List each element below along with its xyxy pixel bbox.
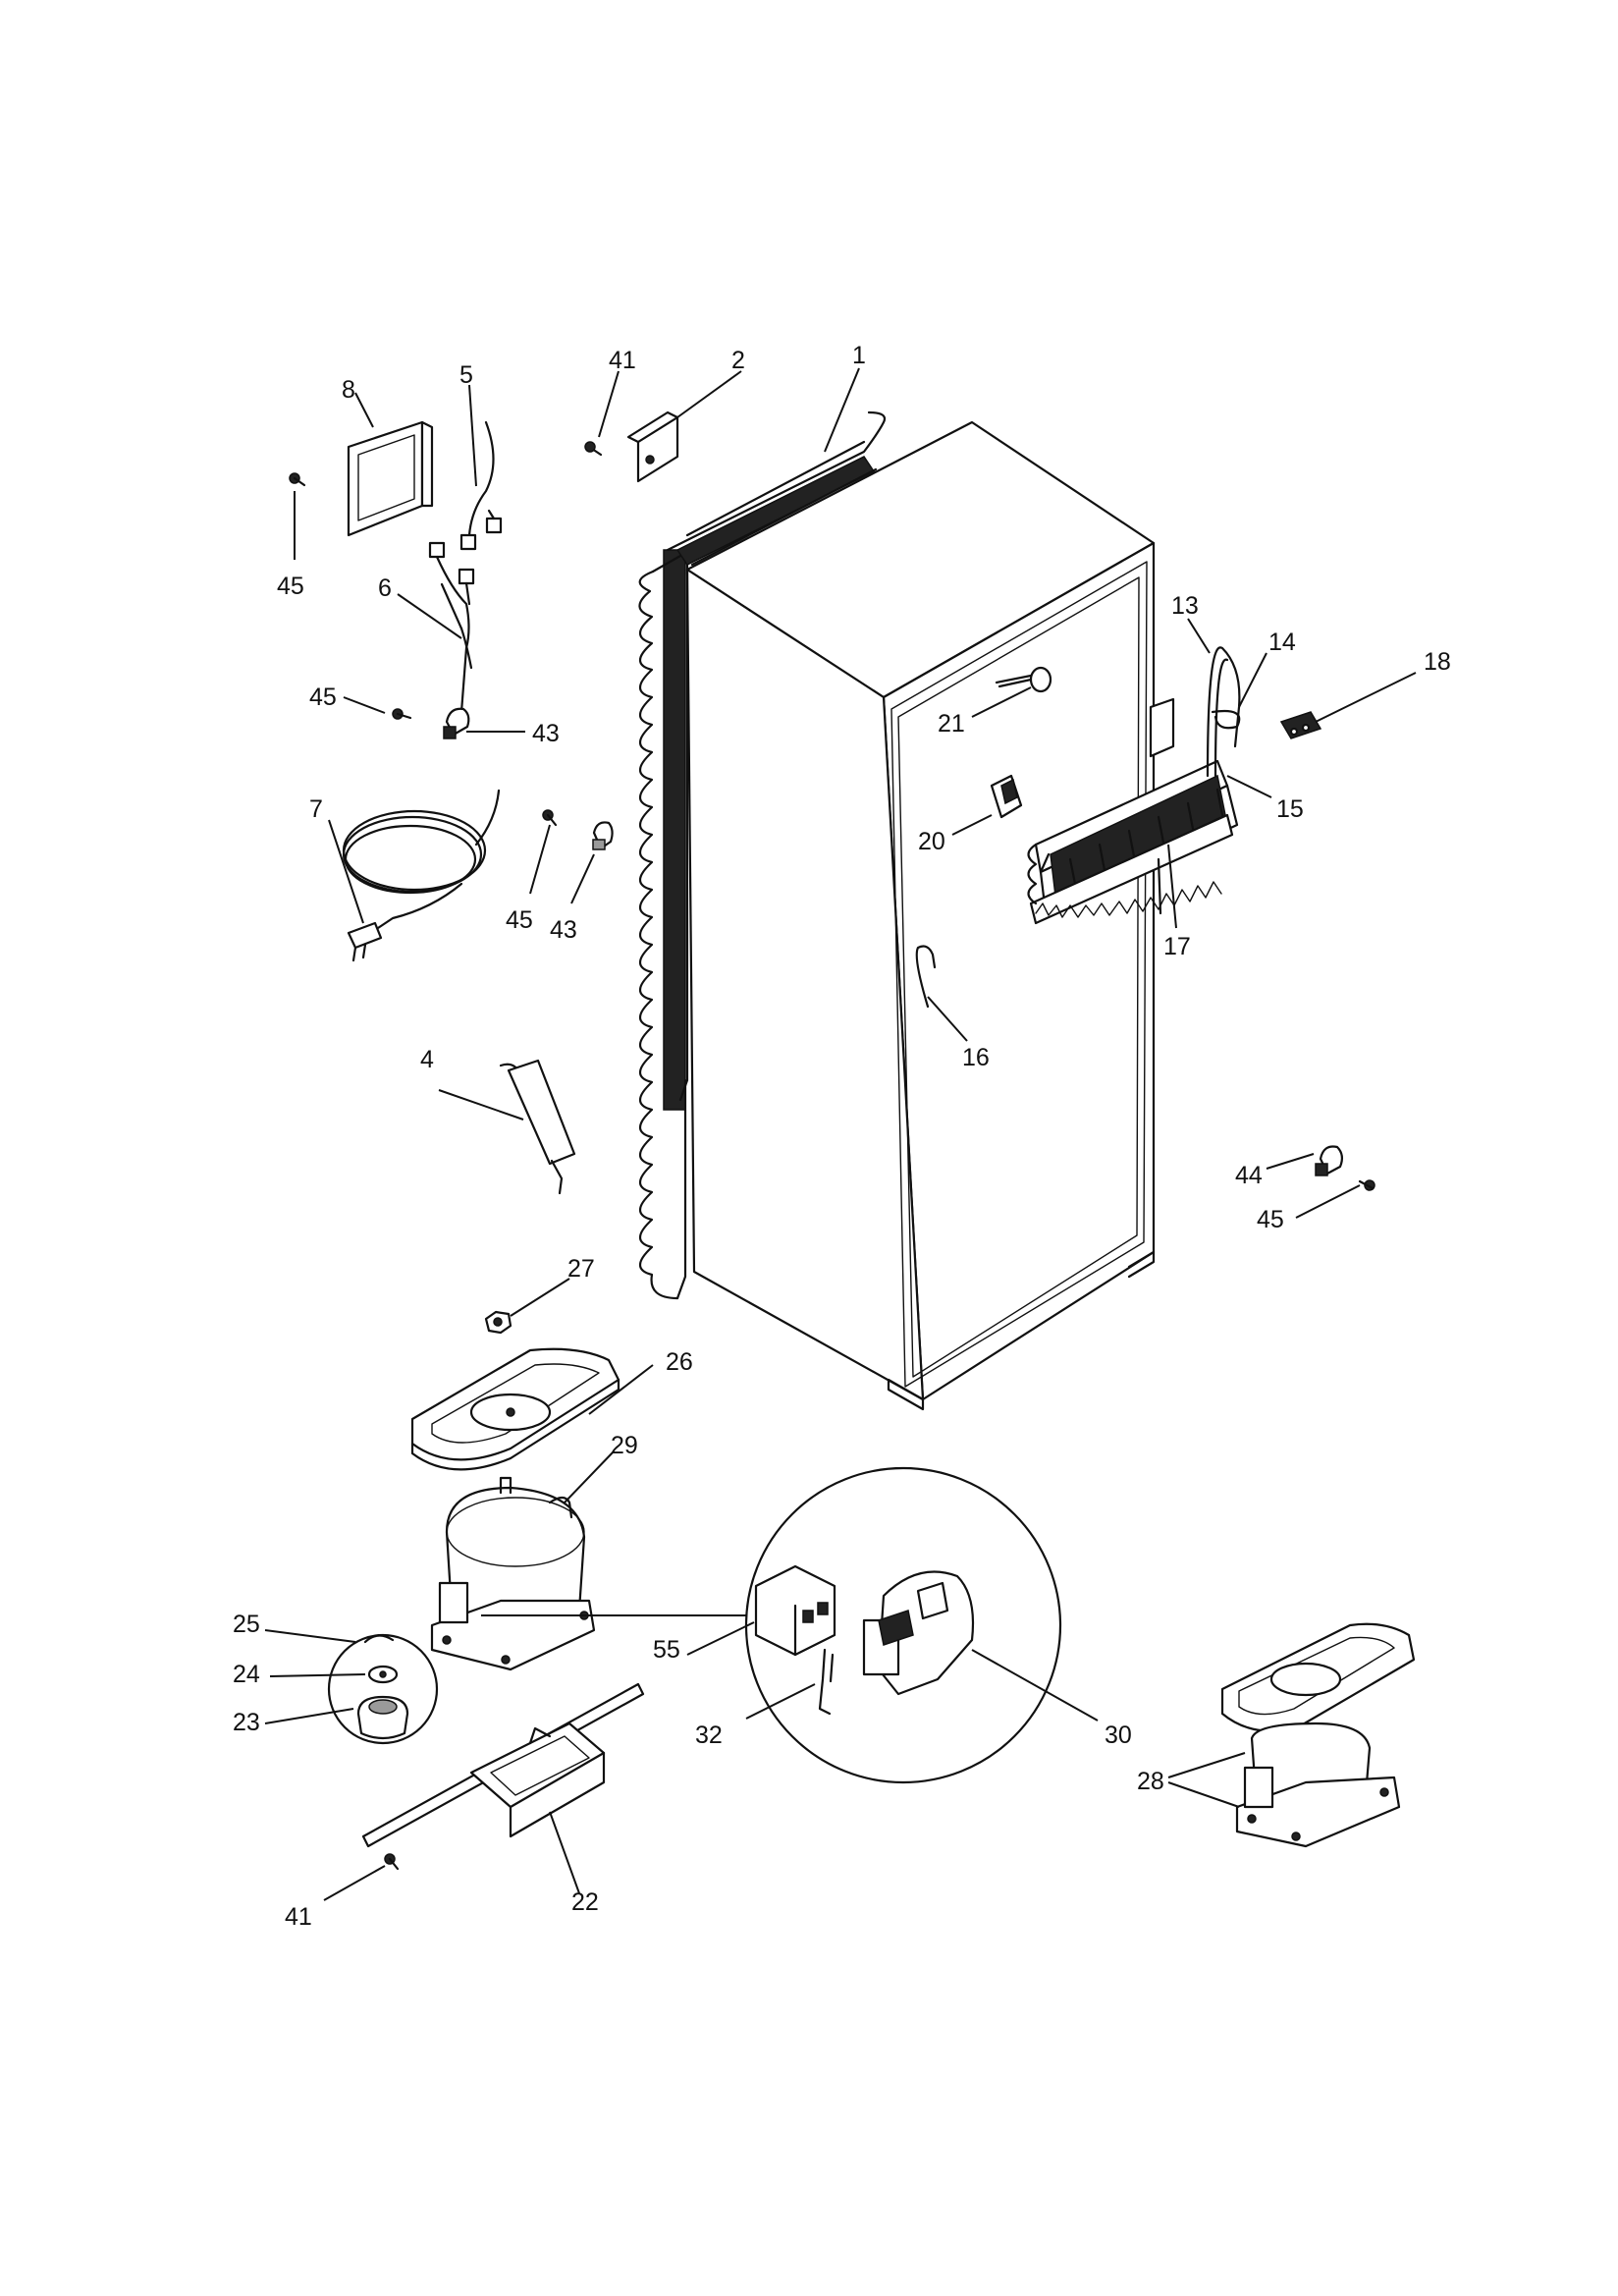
callout-6: 6 bbox=[378, 574, 392, 602]
part-20-box bbox=[990, 774, 1023, 819]
callout-45-b: 45 bbox=[309, 683, 337, 711]
power-cord bbox=[342, 789, 501, 962]
screw-45-d bbox=[1358, 1179, 1375, 1191]
callout-14: 14 bbox=[1268, 629, 1296, 656]
bracket bbox=[626, 410, 679, 483]
callout-15: 15 bbox=[1276, 795, 1304, 823]
callout-25: 25 bbox=[233, 1611, 260, 1638]
clamp-43-b bbox=[592, 821, 614, 850]
screw-45-c bbox=[542, 809, 558, 827]
callout-45-a: 45 bbox=[277, 573, 304, 600]
callout-43-b: 43 bbox=[550, 916, 577, 944]
callout-1: 1 bbox=[852, 342, 866, 369]
hook-16 bbox=[915, 945, 937, 1009]
callout-2: 2 bbox=[731, 347, 745, 374]
callout-55: 55 bbox=[653, 1636, 680, 1664]
clamp-43-a bbox=[443, 707, 470, 739]
callout-29: 29 bbox=[611, 1432, 638, 1459]
screw-45-b bbox=[392, 708, 412, 720]
callout-13: 13 bbox=[1171, 592, 1199, 620]
leader-lines bbox=[264, 367, 1417, 1901]
cover bbox=[347, 420, 434, 537]
callout-16: 16 bbox=[962, 1044, 990, 1071]
callout-45-c: 45 bbox=[506, 906, 533, 934]
screw-45-a bbox=[289, 472, 306, 487]
mounting-rail-22 bbox=[361, 1682, 645, 1848]
callout-22: 22 bbox=[571, 1888, 599, 1916]
callout-26: 26 bbox=[666, 1348, 693, 1376]
drier-tube bbox=[499, 1059, 576, 1195]
callout-44: 44 bbox=[1235, 1162, 1263, 1189]
compressor-29 bbox=[430, 1476, 596, 1671]
callout-45-d: 45 bbox=[1257, 1206, 1284, 1233]
screw-41-top bbox=[584, 441, 603, 457]
callout-32: 32 bbox=[695, 1722, 723, 1749]
grommet-detail bbox=[327, 1633, 439, 1745]
condenser-coil bbox=[638, 410, 887, 1300]
callout-23: 23 bbox=[233, 1709, 260, 1736]
callout-4: 4 bbox=[420, 1046, 434, 1073]
relay-detail bbox=[744, 1466, 1062, 1784]
wiring-harness bbox=[428, 420, 503, 714]
callout-43-a: 43 bbox=[532, 720, 560, 747]
compressor-assembly-28 bbox=[1220, 1622, 1416, 1848]
callout-labels: 1 2 41 8 5 45 6 45 43 7 45 43 4 13 14 18… bbox=[233, 342, 1451, 1931]
callout-28: 28 bbox=[1137, 1768, 1164, 1795]
callout-18: 18 bbox=[1424, 648, 1451, 676]
part-21-fitting bbox=[995, 666, 1052, 693]
callout-41-bottom: 41 bbox=[285, 1903, 312, 1931]
callout-21: 21 bbox=[938, 710, 965, 738]
cabinet bbox=[685, 420, 1156, 1411]
callout-30: 30 bbox=[1105, 1722, 1132, 1749]
callout-8: 8 bbox=[342, 376, 355, 404]
screw-41-bottom bbox=[384, 1853, 400, 1871]
evaporator-assembly bbox=[1027, 646, 1241, 925]
drain-pan-26 bbox=[410, 1347, 620, 1471]
callout-17: 17 bbox=[1163, 933, 1191, 960]
callout-20: 20 bbox=[918, 828, 945, 855]
callout-24: 24 bbox=[233, 1661, 260, 1688]
callout-27: 27 bbox=[567, 1255, 595, 1283]
callout-41-top: 41 bbox=[609, 347, 636, 374]
nut-27 bbox=[484, 1310, 512, 1335]
callout-5: 5 bbox=[459, 361, 473, 389]
callout-7: 7 bbox=[309, 795, 323, 823]
clamp-44 bbox=[1315, 1145, 1344, 1176]
sensor-18 bbox=[1279, 711, 1322, 739]
